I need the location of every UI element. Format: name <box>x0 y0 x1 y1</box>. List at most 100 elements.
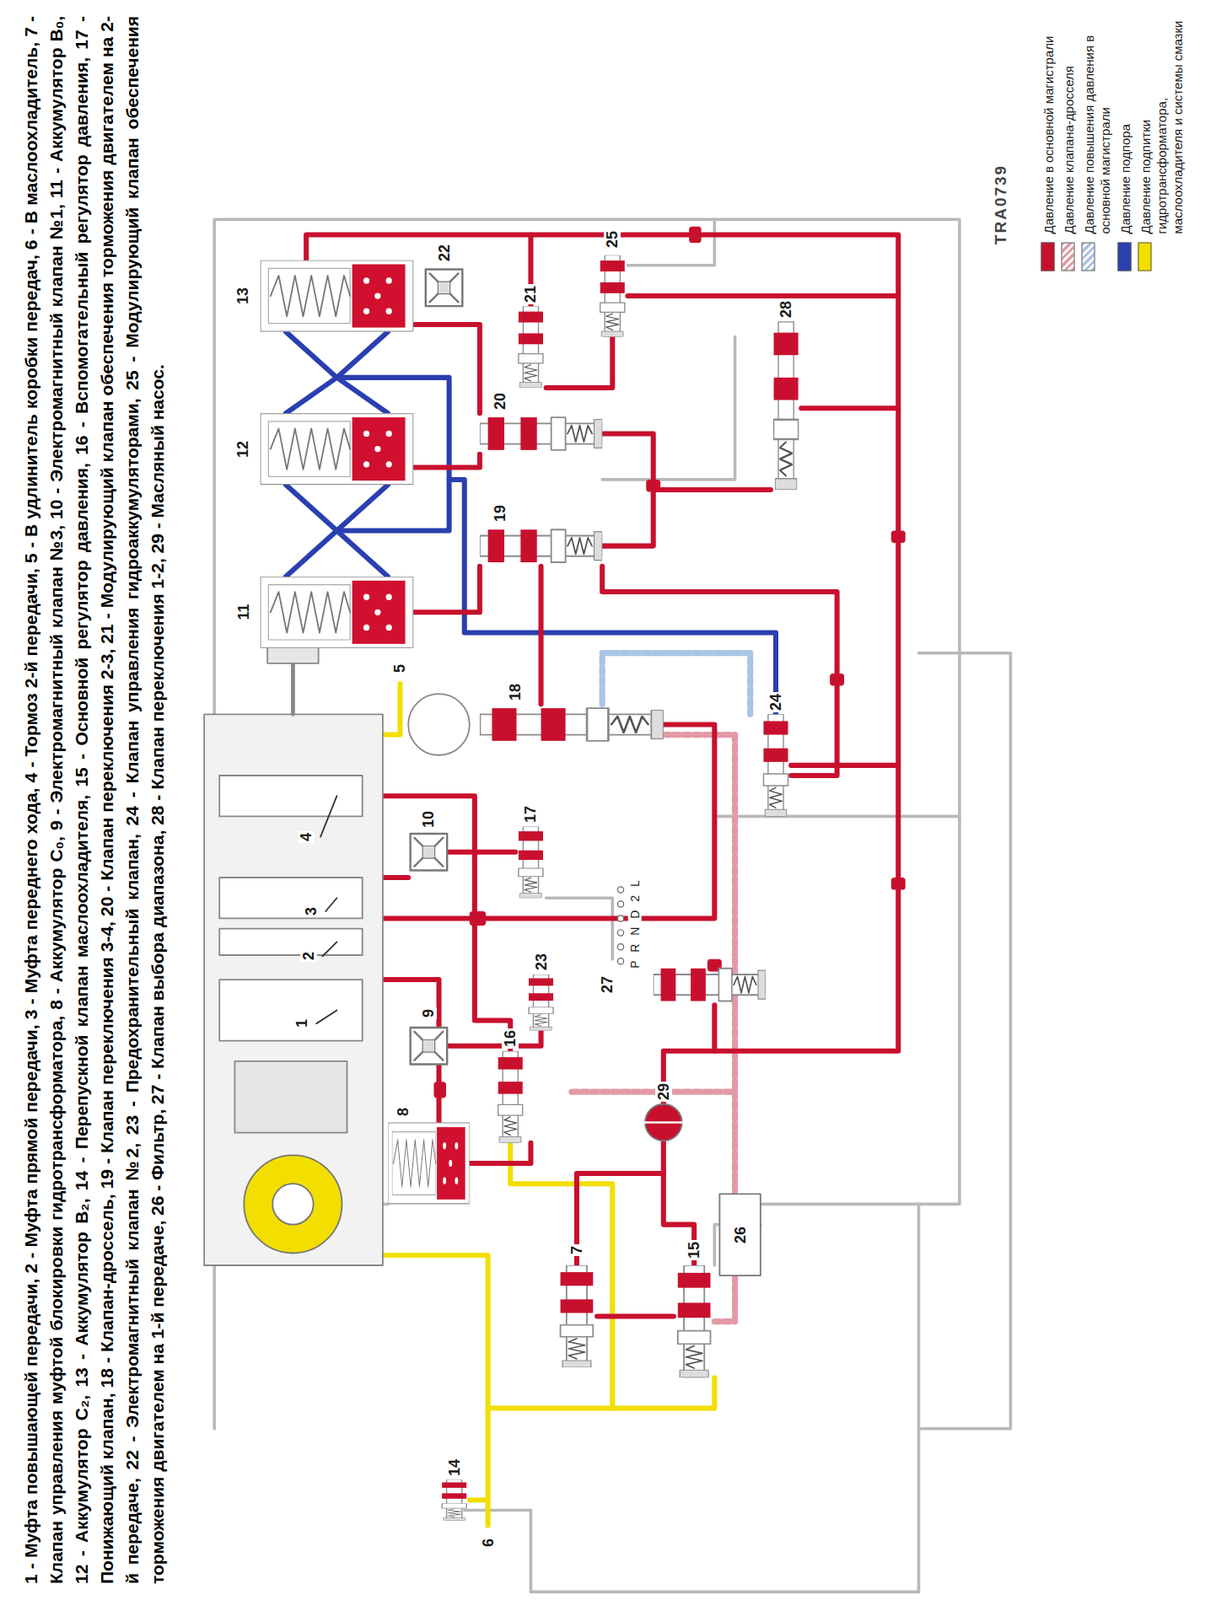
callout-number: 22 <box>435 242 453 264</box>
leader-line <box>322 941 338 957</box>
check-ball <box>433 1081 447 1098</box>
line-pressure <box>306 234 899 1104</box>
torque-converter <box>243 1155 342 1254</box>
callout-number: 2 <box>300 950 318 963</box>
callout-number: 18 <box>506 682 524 703</box>
callout-number: 7 <box>568 1244 586 1257</box>
accumulator <box>387 1123 470 1206</box>
callout-number: 13 <box>234 285 252 307</box>
back-pressure-line <box>285 484 388 531</box>
leader-line <box>316 1010 337 1024</box>
boost-line <box>602 653 751 716</box>
line-pressure <box>801 405 899 411</box>
detent-dot <box>617 887 624 894</box>
detent-dot <box>617 901 624 908</box>
bypass-valve <box>441 1479 467 1521</box>
manual-valve <box>653 968 766 1002</box>
legend-swatch <box>1081 242 1096 271</box>
spool-valve <box>479 529 603 563</box>
legend-swatch <box>1138 242 1152 271</box>
legend-text: Давление подпора <box>1117 9 1134 234</box>
callout-number: 23 <box>532 952 550 973</box>
drain-line <box>627 219 715 265</box>
lube-line <box>510 1143 613 1410</box>
detent-dot <box>617 958 624 965</box>
check-ball <box>891 877 906 891</box>
callout-number: 16 <box>501 1028 519 1050</box>
legend-text: Давление подпитки гидротрансформатора, м… <box>1137 9 1186 234</box>
line-pressure <box>602 566 837 776</box>
line-pressure <box>382 875 409 881</box>
clutch-pack <box>219 929 362 956</box>
legend-swatch <box>1118 242 1132 271</box>
legend-text: Давление повышения давления в основной м… <box>1081 9 1114 234</box>
line-pressure <box>627 293 899 299</box>
accumulator <box>260 413 415 485</box>
callout-number: 21 <box>521 284 539 305</box>
oil-filter <box>719 1194 760 1276</box>
clutch-pack <box>219 979 362 1042</box>
figure-code: TRA0739 <box>991 161 1010 246</box>
back-pressure-line <box>449 479 776 715</box>
line-pressure <box>790 763 899 769</box>
callout-number: 12 <box>234 439 252 460</box>
gear-set <box>234 1061 347 1134</box>
lube-line <box>488 1377 716 1527</box>
line-pressure <box>413 454 480 469</box>
callout-number: 5 <box>391 662 409 675</box>
line-pressure <box>546 336 614 388</box>
line-pressure <box>538 566 544 705</box>
spool-valve <box>763 714 788 817</box>
detent-dot <box>617 930 624 937</box>
legend-item: Давление подпитки гидротрансформатора, м… <box>1137 9 1186 271</box>
callout-number: 4 <box>297 831 315 844</box>
legend-text: Давление в основной магистрали <box>1040 9 1057 234</box>
back-pressure-line <box>285 530 388 576</box>
callout-number: 17 <box>521 804 539 825</box>
callout-number: 14 <box>446 1457 463 1479</box>
callout-number: 28 <box>777 299 795 320</box>
check-ball <box>688 226 702 243</box>
callout-number: 11 <box>234 602 252 623</box>
check-ball <box>645 479 661 493</box>
spool-valve <box>479 417 603 451</box>
leader-line <box>320 796 337 837</box>
callout-number: 3 <box>302 905 320 918</box>
pump-mark <box>645 1121 683 1124</box>
legend-swatch <box>1041 242 1055 271</box>
callout-number: 27 <box>598 974 616 996</box>
leader-line <box>325 898 337 912</box>
legend-item: Давление подпора <box>1117 9 1134 271</box>
callout-number: 19 <box>491 503 509 524</box>
lockup-valve <box>560 1265 594 1368</box>
oil-pump <box>645 1104 683 1142</box>
solenoid-valve <box>410 1027 448 1066</box>
drain-line <box>918 653 1011 1430</box>
detent-dot <box>617 915 624 922</box>
back-pressure-line <box>285 377 388 414</box>
legend-item: Давление в основной магистрали <box>1040 9 1057 271</box>
selector-positions: P R N D 2 L <box>628 876 642 971</box>
line-pressure <box>597 1314 674 1320</box>
callout-number: 25 <box>603 229 621 250</box>
legend-swatch <box>1061 242 1076 271</box>
spool-valve <box>518 306 544 388</box>
brake-pack <box>219 775 362 817</box>
line-pressure <box>602 433 654 546</box>
check-ball <box>469 911 486 926</box>
check-ball <box>829 673 845 687</box>
throttle-line <box>571 1089 736 1096</box>
callout-number: 8 <box>394 1106 412 1119</box>
accumulator <box>260 260 415 333</box>
solenoid-valve <box>425 269 463 307</box>
callout-number: 10 <box>419 809 437 830</box>
output-shaft <box>290 663 296 716</box>
callout-number: 6 <box>479 1537 497 1550</box>
drain-line <box>602 336 735 479</box>
torque-converter-hub <box>272 1183 313 1225</box>
lube-line <box>469 1497 489 1503</box>
callout-number: 9 <box>419 1007 437 1020</box>
line-pressure <box>711 1005 717 1051</box>
drain-line <box>714 815 960 819</box>
line-pressure <box>469 1143 532 1164</box>
